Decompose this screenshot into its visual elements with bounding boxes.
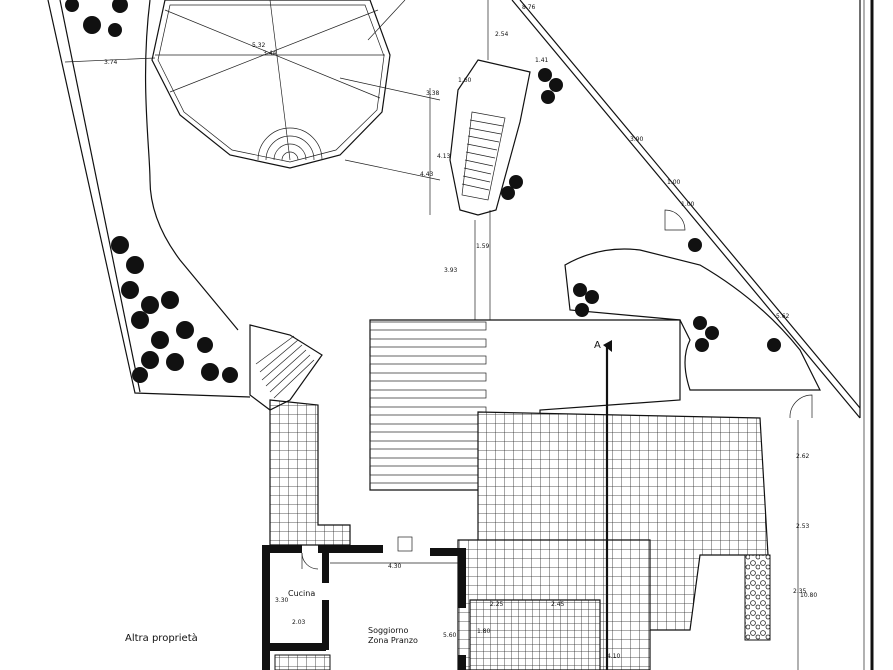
garden-planters	[144, 0, 821, 391]
dimension-labels: 8.76 3.74 5.32 3.44 2.54 1.60 1.41 3.38 …	[104, 4, 817, 660]
room-label-dining: Zona Pranzo	[368, 636, 418, 645]
dim-2-62: 2.62	[796, 453, 810, 460]
dim-2-25: 2.25	[490, 601, 504, 608]
dim-1-00a: 1.00	[667, 179, 681, 186]
dim-5-32: 5.32	[252, 42, 266, 49]
dim-4-10: 4.10	[607, 653, 621, 660]
dim-1-00b: 1.00	[681, 201, 695, 208]
neighbor-property-label: Altra proprietà	[125, 632, 198, 644]
dim-4-30: 4.30	[388, 563, 402, 570]
dim-10-80: 10.80	[800, 592, 817, 599]
dim-3-74: 3.74	[104, 59, 118, 66]
room-label-living: Soggiorno	[368, 626, 408, 635]
dim-1-59: 1.59	[476, 243, 490, 250]
lower-stair	[249, 324, 323, 411]
section-marker-a: A	[594, 340, 601, 351]
terrace-doors	[664, 209, 813, 419]
dim-1-41: 1.41	[535, 57, 549, 64]
dim-5-62: 5.62	[776, 313, 790, 320]
tiled-terrace	[269, 399, 771, 670]
dim-3-38: 3.38	[426, 90, 440, 97]
dim-1-60: 1.60	[458, 77, 472, 84]
dim-1-80: 1.80	[477, 628, 491, 635]
trees	[65, 0, 781, 383]
dim-2-54: 2.54	[495, 31, 509, 38]
dim-2-35: 2.35	[793, 588, 807, 595]
dim-4-13: 4.13	[437, 153, 451, 160]
dim-2-45: 2.45	[551, 601, 565, 608]
house-walls	[262, 536, 466, 670]
room-label-kitchen: Cucina	[288, 589, 315, 598]
round-terrace	[151, 0, 391, 169]
dim-4-43: 4.43	[420, 171, 434, 178]
property-boundary	[47, 0, 874, 670]
dim-3-30: 3.30	[275, 597, 289, 604]
upper-stair	[449, 59, 531, 216]
dim-2-53: 2.53	[796, 523, 810, 530]
section-line-a	[603, 340, 612, 670]
dimension-lines	[64, 0, 799, 670]
dim-5-60: 5.60	[443, 632, 457, 639]
dim-3-90: 3.90	[630, 136, 644, 143]
dim-2-03: 2.03	[292, 619, 306, 626]
dim-8-76: 8.76	[522, 4, 536, 11]
dim-3-93: 3.93	[444, 267, 458, 274]
dim-3-44: 3.44	[263, 50, 277, 57]
